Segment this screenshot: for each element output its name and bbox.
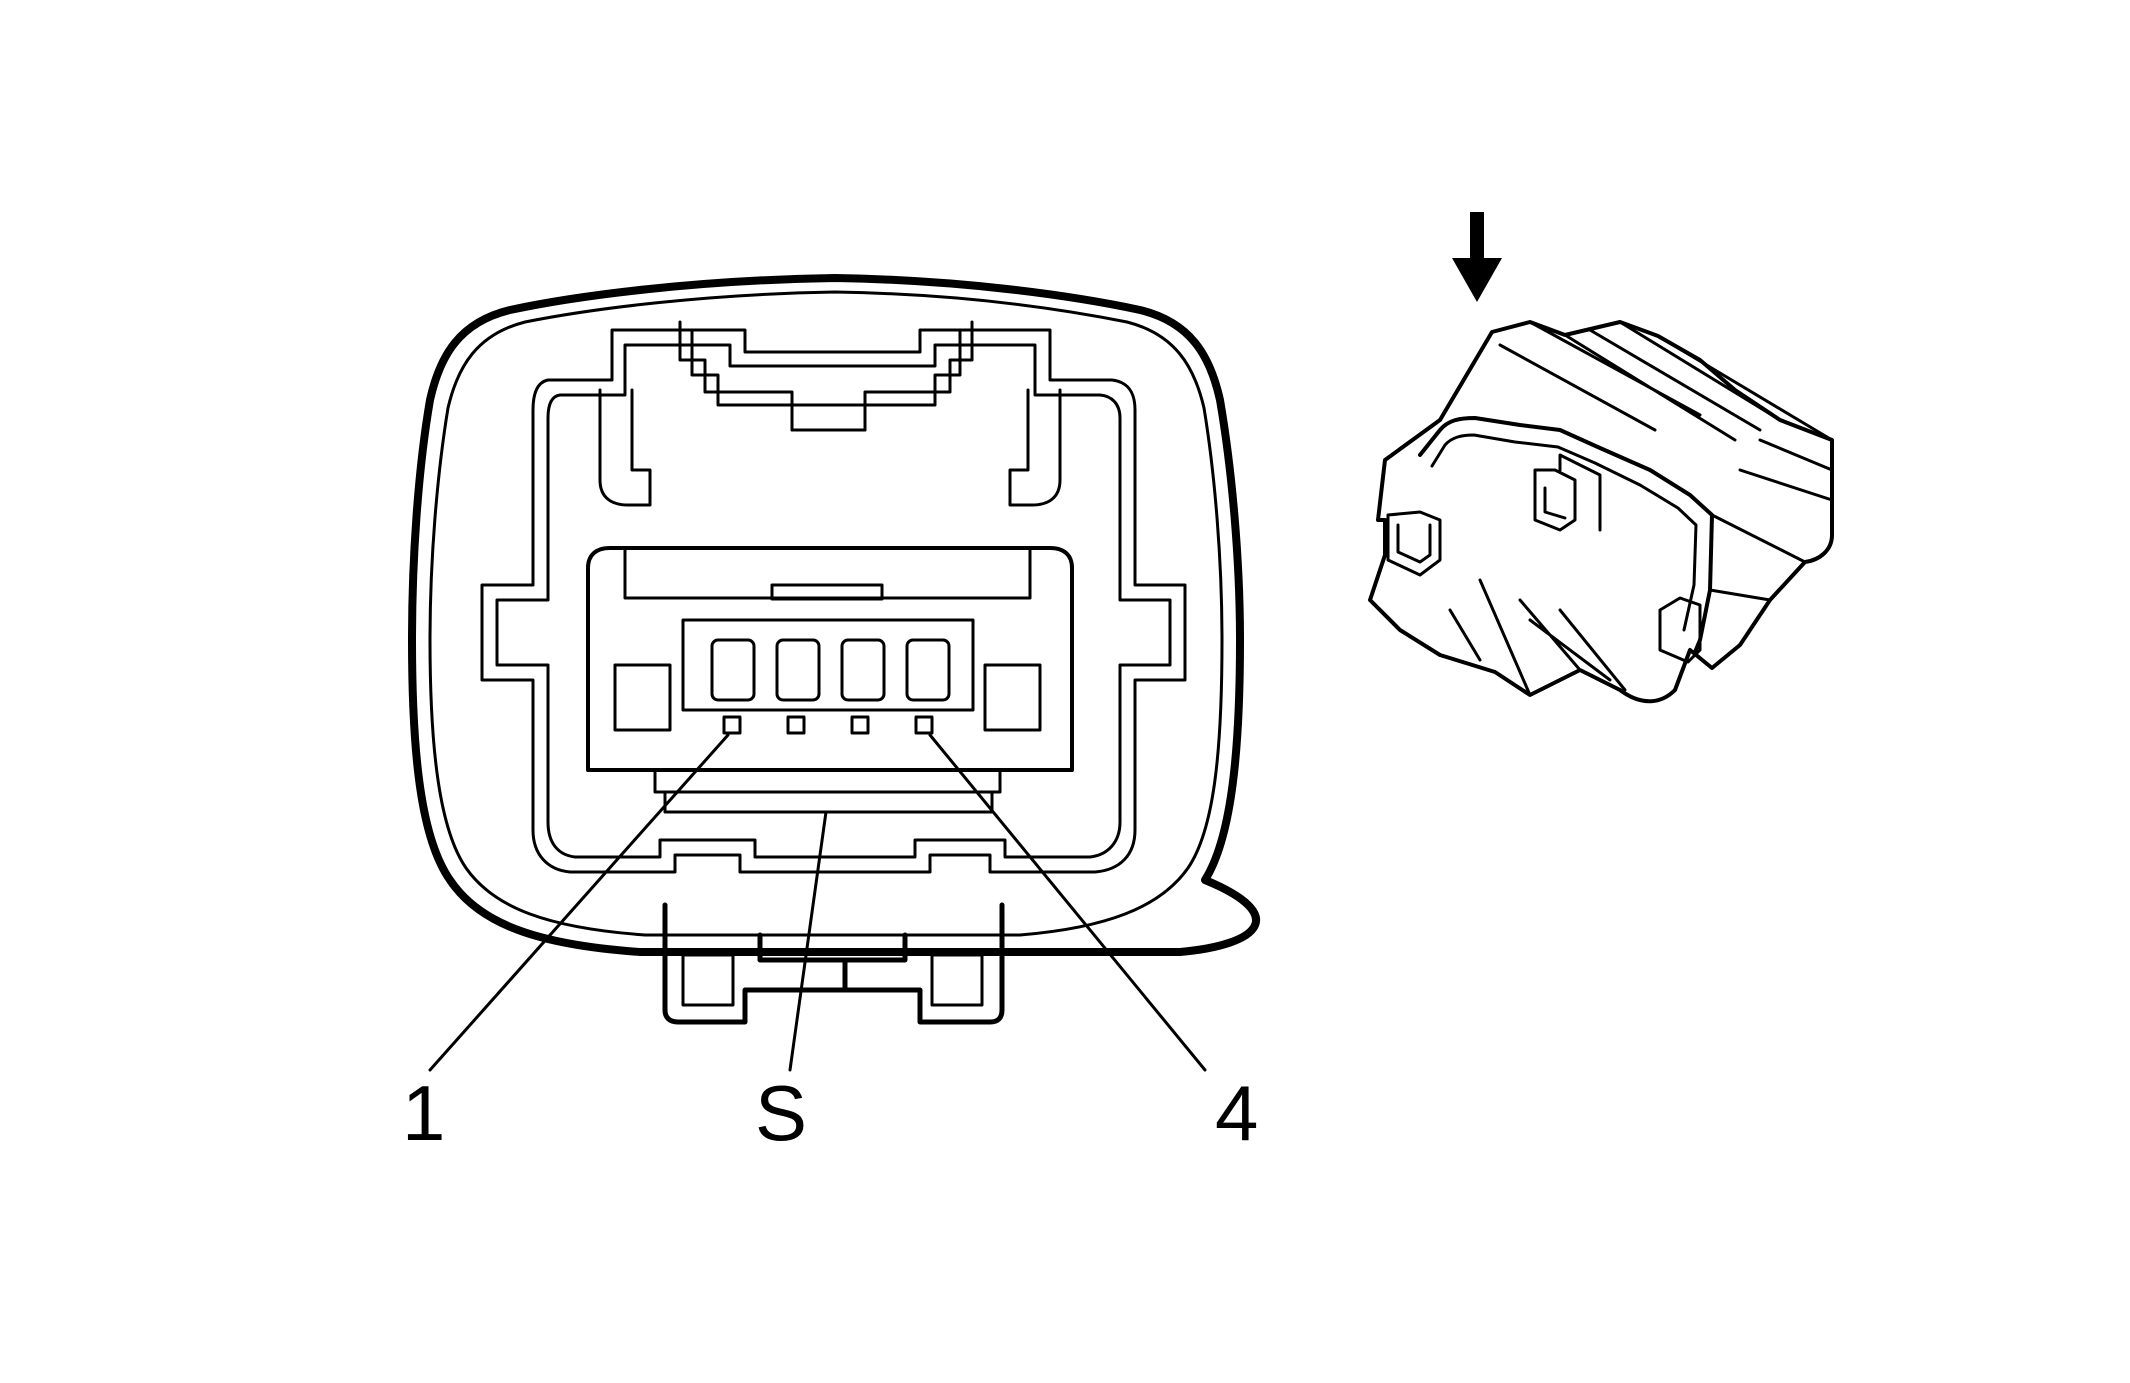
callout-pin-4: 4 xyxy=(1215,1069,1258,1157)
terminal-cavity-2 xyxy=(775,638,821,702)
pin-holes xyxy=(722,715,934,735)
pin-hole-1 xyxy=(722,715,742,735)
callout-shield: S xyxy=(755,1069,807,1157)
pin-hole-2 xyxy=(786,715,806,735)
housing-outer-outline xyxy=(408,274,1260,956)
inner-channel-inner xyxy=(495,343,1172,859)
bottom-latch-left-window xyxy=(681,953,735,1007)
bottom-latch-right-window xyxy=(930,953,984,1007)
terminal-lock-slot xyxy=(770,583,884,601)
inner-channel-outer xyxy=(480,328,1187,874)
leader-line-pin-4 xyxy=(928,733,1207,1072)
top-latch-inner-right xyxy=(850,328,962,407)
housing-inner-outline xyxy=(428,290,1224,937)
leader-line-shield xyxy=(788,810,828,1072)
top-latch-tab xyxy=(790,403,867,432)
iso-front-frame xyxy=(1418,416,1714,654)
cavity-frame xyxy=(681,618,975,712)
connector-front-view: 1 S 4 xyxy=(402,274,1260,1157)
left-guide-hook xyxy=(598,388,652,507)
callout-pin-1: 1 xyxy=(402,1069,445,1157)
left-side-block xyxy=(613,663,672,732)
right-side-block xyxy=(983,663,1042,732)
terminal-block xyxy=(586,546,1074,772)
iso-side-grooves xyxy=(1708,438,1834,602)
terminal-cavity-4 xyxy=(905,638,951,702)
terminal-cavities xyxy=(710,638,951,702)
bottom-latch-center xyxy=(757,932,908,993)
down-arrow-icon xyxy=(1452,212,1502,302)
connector-isometric-view xyxy=(1368,212,1834,704)
terminal-cavity-3 xyxy=(840,638,886,702)
shield-bar xyxy=(653,770,1002,814)
iso-right-lug xyxy=(1658,596,1702,664)
pin-hole-4 xyxy=(914,715,934,735)
iso-top-ribs xyxy=(1498,320,1834,442)
iso-front-frame-inner xyxy=(1430,433,1698,632)
leader-line-pin-1 xyxy=(428,733,730,1072)
top-latch-inner xyxy=(690,328,807,407)
iso-left-lug xyxy=(1386,510,1442,577)
iso-bottom-channels xyxy=(1448,578,1627,697)
pin-hole-3 xyxy=(850,715,870,735)
terminal-block-inner xyxy=(623,546,1032,600)
iso-body-outline xyxy=(1368,320,1834,704)
right-guide-hook xyxy=(1008,388,1062,507)
top-latch xyxy=(678,320,974,432)
terminal-cavity-1 xyxy=(710,638,756,702)
iso-internal-latch xyxy=(1533,453,1602,532)
